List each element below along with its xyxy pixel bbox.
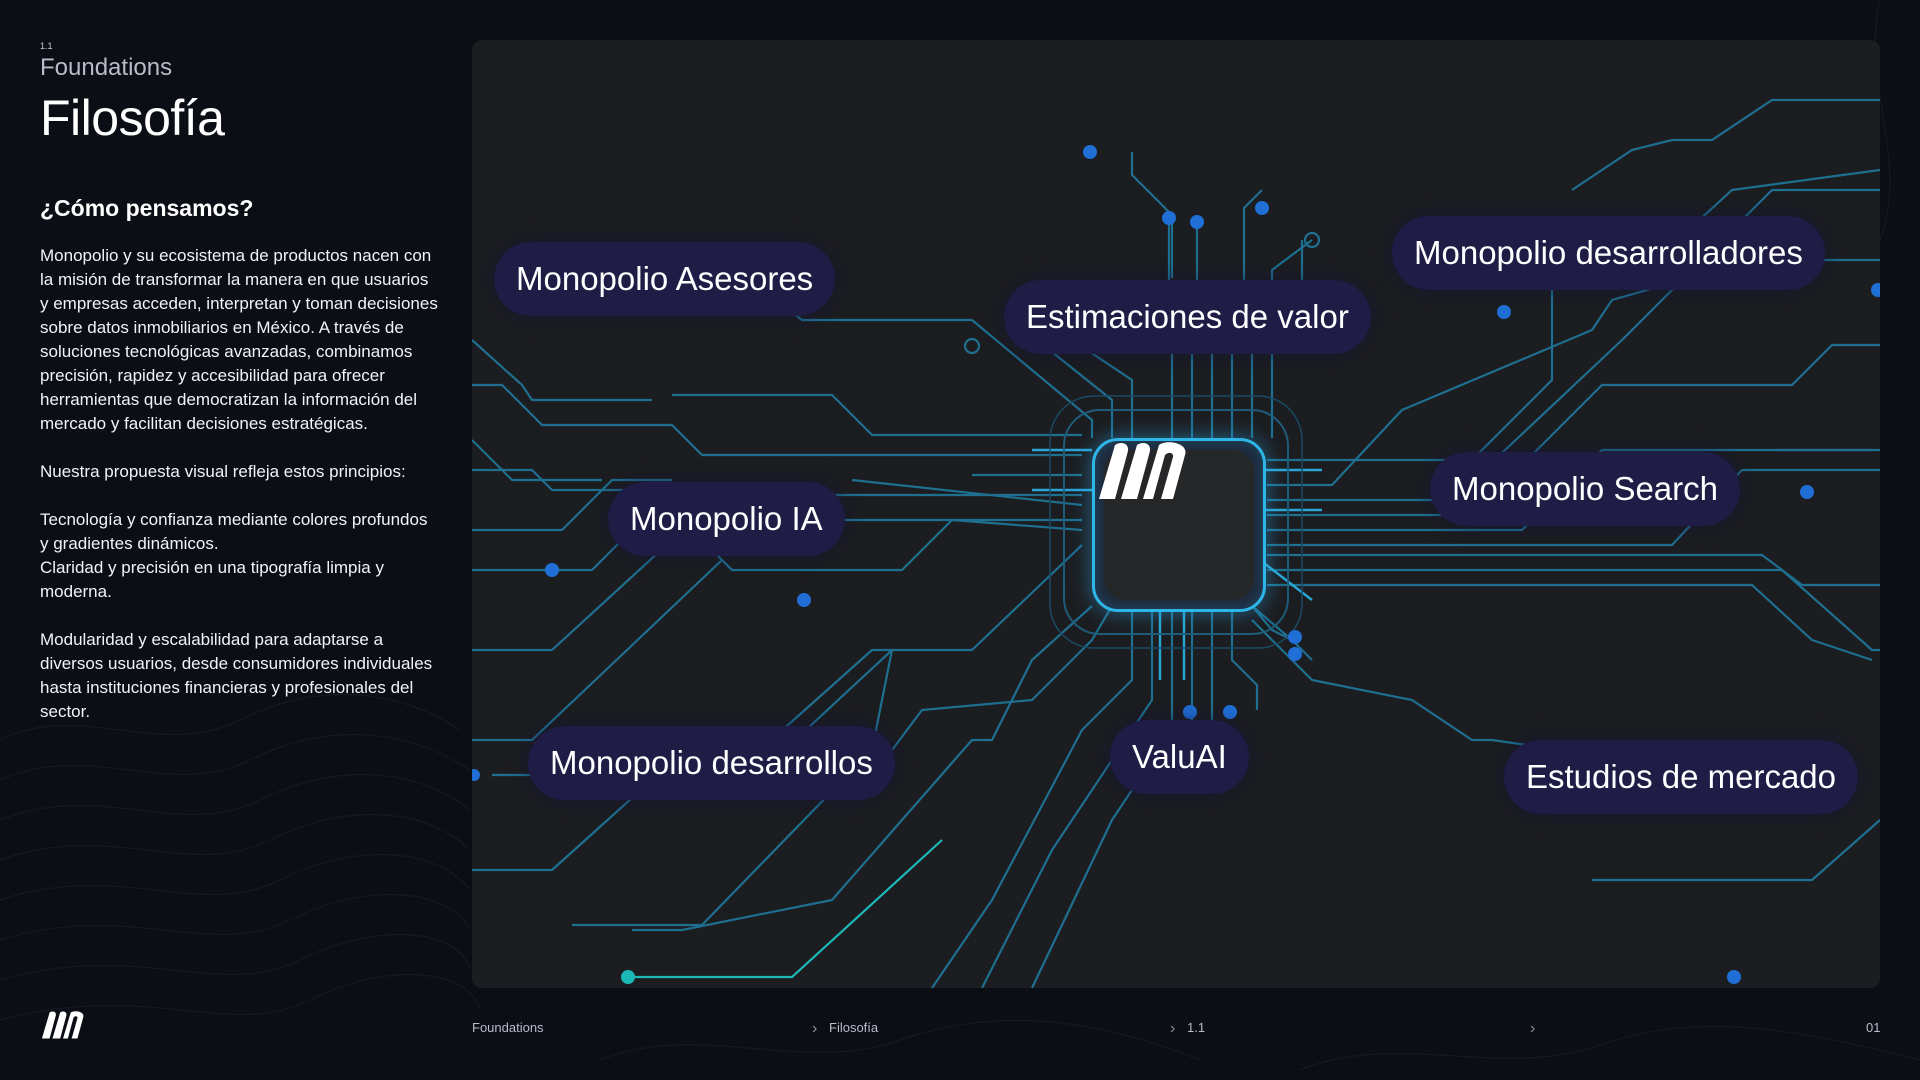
principle-item: Claridad y precisión en una tipografía l… bbox=[40, 558, 384, 601]
node-monopolio-ia: Monopolio IA bbox=[608, 482, 845, 556]
footer-breadcrumb: Foundations › Filosofía › 1.1 › 01 bbox=[0, 1010, 1920, 1050]
intro-paragraph: Monopolio y su ecosistema de productos n… bbox=[40, 246, 438, 433]
chevron-right-icon: › bbox=[812, 1020, 818, 1037]
hub-core bbox=[1099, 442, 1254, 600]
brand-logo-icon bbox=[41, 1011, 84, 1039]
monopolio-logo-icon bbox=[1099, 442, 1186, 499]
page-number: 01 bbox=[1866, 1020, 1881, 1035]
principles-group: Tecnología y confianza mediante colores … bbox=[40, 508, 440, 604]
breadcrumb-section-number[interactable]: 1.1 bbox=[1187, 1020, 1206, 1035]
section-subtitle: ¿Cómo pensamos? bbox=[40, 195, 254, 221]
text-panel: 1.1 Foundations Filosofía ¿Cómo pensamos… bbox=[40, 40, 440, 748]
lead-paragraph: Nuestra propuesta visual refleja estos p… bbox=[40, 462, 406, 481]
node-estimaciones-de-valor: Estimaciones de valor bbox=[1004, 280, 1371, 354]
chevron-right-icon: › bbox=[1530, 1020, 1536, 1037]
node-monopolio-desarrollos: Monopolio desarrollos bbox=[528, 726, 895, 800]
node-estudios-de-mercado: Estudios de mercado bbox=[1504, 740, 1859, 814]
node-monopolio-asesores: Monopolio Asesores bbox=[494, 242, 836, 316]
chevron-right-icon: › bbox=[1170, 1020, 1176, 1037]
principle-item: Tecnología y confianza mediante colores … bbox=[40, 510, 428, 553]
principle-item: Modularidad y escalabilidad para adaptar… bbox=[40, 630, 433, 721]
node-monopolio-desarrolladores: Monopolio desarrolladores bbox=[1392, 216, 1825, 290]
central-hub bbox=[1092, 438, 1266, 612]
breadcrumb-foundations[interactable]: Foundations bbox=[472, 1020, 544, 1035]
page-title: Filosofía bbox=[40, 90, 225, 146]
section-number: 1.1 bbox=[40, 41, 53, 51]
ecosystem-diagram: Monopolio Asesores Estimaciones de valor… bbox=[472, 40, 1880, 988]
node-monopolio-search: Monopolio Search bbox=[1430, 452, 1740, 526]
section-name: Foundations bbox=[40, 54, 173, 81]
breadcrumb-filosofia[interactable]: Filosofía bbox=[829, 1020, 879, 1035]
node-valuai: ValuAI bbox=[1110, 720, 1249, 794]
